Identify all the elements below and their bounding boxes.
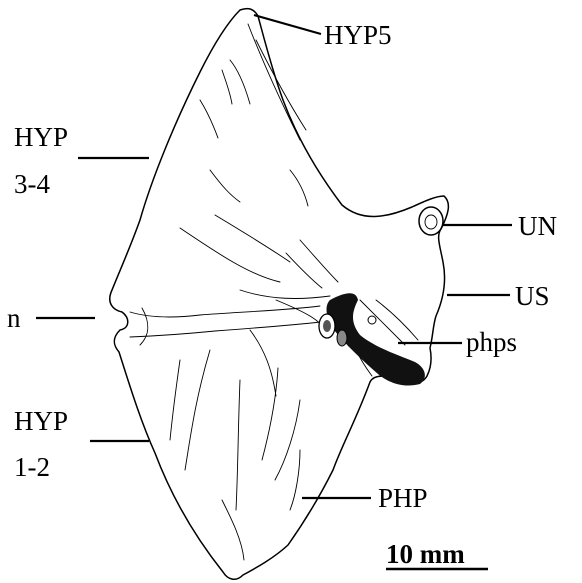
scale-bar-label: 10 mm xyxy=(386,539,465,569)
phps-foramen-dot xyxy=(368,316,376,324)
phps-foramen-inner xyxy=(323,320,331,332)
label-php: PHP xyxy=(378,483,428,513)
label-hyp34-line1: HYP xyxy=(14,122,68,152)
phps-foramen-small xyxy=(337,330,347,346)
label-hyp12-line1: HYP xyxy=(14,406,68,436)
label-hyp12-line2: 1-2 xyxy=(14,452,50,482)
leader-line-hyp5 xyxy=(254,15,321,34)
label-un: UN xyxy=(518,211,557,241)
label-phps: phps xyxy=(466,327,517,357)
label-us: US xyxy=(515,281,550,311)
label-hyp34-line2: 3-4 xyxy=(14,169,50,199)
label-hyp5: HYP5 xyxy=(324,20,392,50)
label-n: n xyxy=(7,303,21,333)
